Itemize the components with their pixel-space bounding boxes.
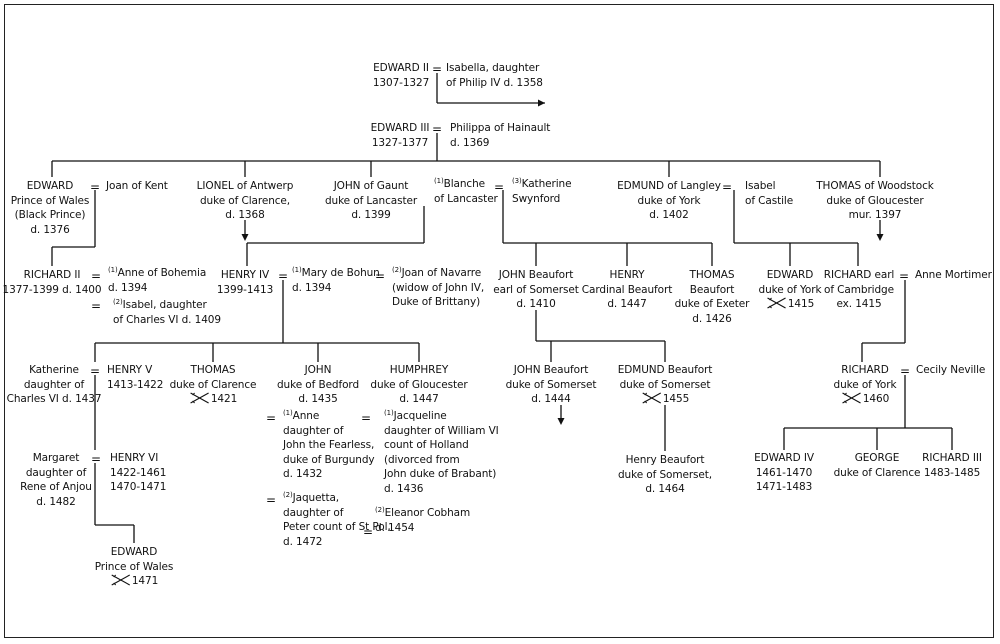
marriage-sign: = — [90, 452, 102, 466]
marriage-sign: = — [360, 411, 372, 425]
marriage-sign: = — [898, 269, 910, 283]
arrowhead — [557, 418, 565, 425]
marriage-sign: = — [265, 411, 277, 425]
marriage-sign: = — [493, 180, 505, 194]
marriage-sign: = — [899, 364, 911, 378]
marriage-sign: = — [89, 364, 101, 378]
marriage-sign: = — [721, 180, 733, 194]
arrowhead — [241, 234, 249, 241]
diagram-frame — [4, 4, 994, 638]
marriage-sign: = — [374, 269, 386, 283]
marriage-sign: = — [265, 493, 277, 507]
marriage-sign: = — [89, 180, 101, 194]
marriage-sign: = — [431, 62, 443, 76]
person-joan-kent: Joan of Kent — [106, 180, 168, 192]
marriage-sign: = — [431, 122, 443, 136]
arrowhead — [876, 234, 884, 241]
marriage-sign: = — [90, 269, 102, 283]
marriage-sign: = — [90, 299, 102, 313]
marriage-sign: = — [362, 525, 374, 539]
marriage-sign: = — [277, 269, 289, 283]
person-joan-navarre: (2)Joan of Navarre(widow of John IV,Duke… — [392, 266, 485, 309]
arrowhead — [538, 99, 545, 107]
person-anne-mortimer: Anne Mortimer — [915, 269, 992, 281]
person-cecily: Cecily Neville — [916, 364, 986, 376]
